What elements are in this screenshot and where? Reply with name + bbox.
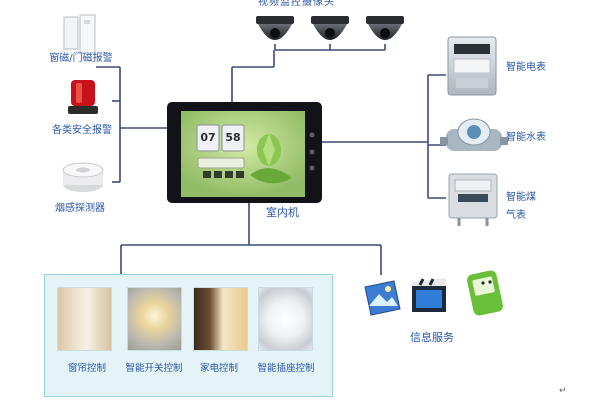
label-smart-switch-control: 智能开关控制 — [125, 363, 183, 374]
electric-meter-icon — [447, 36, 497, 96]
label-security-alarm: 各类安全报警 — [52, 125, 112, 136]
label-smart-socket-control: 智能插座控制 — [257, 363, 315, 374]
label-appliance-control: 家电控制 — [199, 363, 239, 374]
camera-dome-1 — [256, 16, 294, 40]
alarm-light-icon — [68, 80, 98, 114]
label-gas-meter-line1: 智能煤 — [506, 192, 536, 203]
return-mark: ↵ — [559, 386, 567, 396]
label-info-service: 信息服务 — [410, 331, 454, 344]
indoor-unit-device — [167, 102, 322, 203]
rice-cooker-icon — [258, 287, 313, 351]
connector-lines — [96, 44, 446, 275]
label-curtain-control: 窗帘控制 — [67, 363, 107, 374]
camera-title: 视频监控摄像头 — [258, 0, 335, 8]
label-water-meter: 智能水表 — [506, 132, 546, 143]
appliance-icon — [193, 287, 248, 351]
smoke-detector-icon — [62, 162, 104, 192]
gas-meter-icon — [448, 173, 498, 226]
curtain-icon — [57, 287, 112, 351]
label-electric-meter: 智能电表 — [506, 62, 546, 73]
picture-icon — [364, 280, 401, 316]
label-indoor-unit: 室内机 — [266, 206, 299, 219]
chandelier-icon — [127, 287, 182, 351]
clock-hours: 07 — [200, 131, 216, 144]
label-gas-meter-line2: 气表 — [506, 210, 526, 221]
clock-minutes: 58 — [225, 131, 241, 144]
label-smoke-detector: 烟感探测器 — [55, 203, 105, 214]
water-meter-icon — [440, 118, 508, 151]
mobile-phone-icon — [467, 270, 503, 316]
door-sensor-icon — [63, 14, 96, 54]
label-door-sensor: 窗磁/门磁报警 — [49, 53, 113, 64]
camera-dome-3 — [366, 16, 404, 40]
movie-clapper-icon — [412, 278, 446, 312]
camera-dome-2 — [311, 16, 349, 40]
